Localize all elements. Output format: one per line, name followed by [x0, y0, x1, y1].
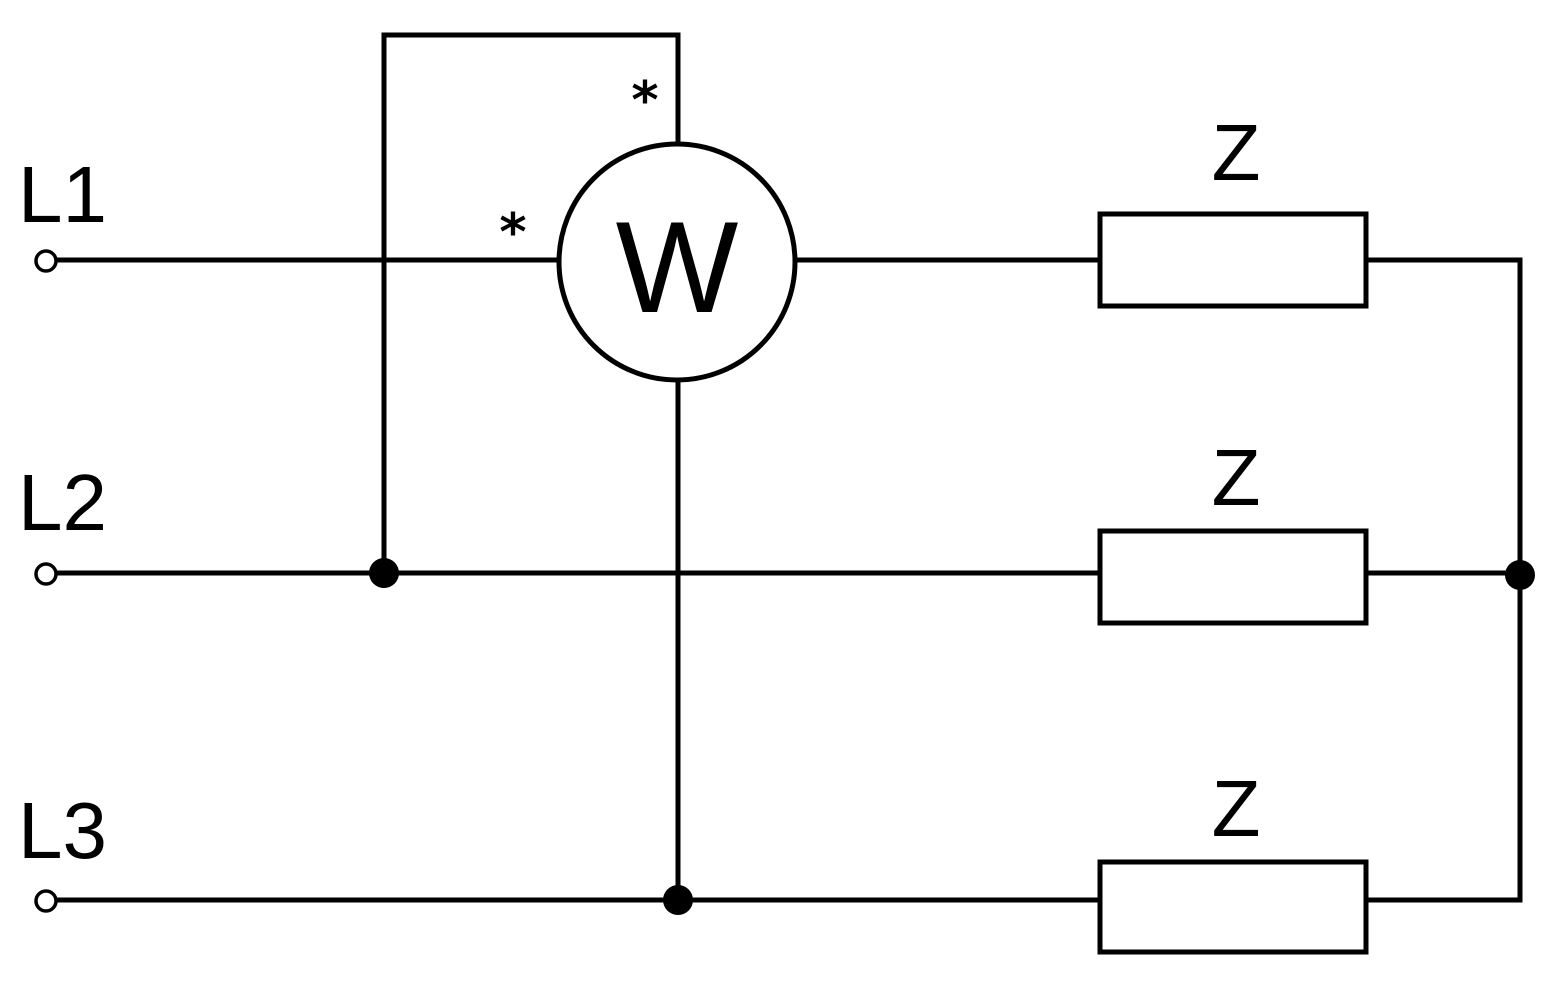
- line-label-l3: L3: [18, 786, 107, 875]
- voltage-coil-polarity-mark: *: [631, 71, 658, 131]
- wattmeter-circle: [556, 141, 798, 383]
- wire-voltage-coil-loop: [381, 32, 681, 576]
- load-label-1: Z: [1212, 108, 1261, 197]
- wattmeter-label: W: [616, 194, 739, 340]
- junction-star-point: [1505, 560, 1535, 590]
- terminal-l1: [34, 249, 58, 273]
- junction-l3: [663, 885, 693, 915]
- load-impedance-1: [1097, 211, 1369, 309]
- load-label-2: Z: [1212, 433, 1261, 522]
- load-label-3: Z: [1212, 764, 1261, 853]
- line-label-l2: L2: [18, 458, 107, 547]
- load-impedance-2: [1097, 528, 1369, 626]
- load-impedance-3: [1097, 859, 1369, 955]
- terminal-l3: [34, 889, 58, 913]
- line-label-l1: L1: [18, 150, 107, 239]
- terminal-l2: [34, 562, 58, 586]
- current-coil-polarity-mark: *: [499, 203, 526, 263]
- wire-load1-to-bus: [1363, 257, 1523, 903]
- junction-l2: [369, 558, 399, 588]
